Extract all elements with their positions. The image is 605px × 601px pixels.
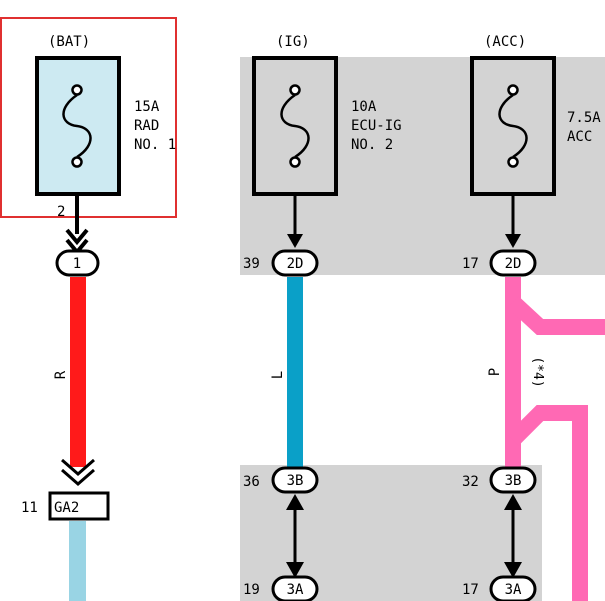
fuse-number: NO. 2 — [351, 137, 393, 153]
fuse-amp: 10A — [351, 99, 377, 115]
fuse-symbol — [62, 84, 92, 168]
pin-number: 17 — [462, 256, 479, 272]
connector-label: 3B — [287, 473, 304, 489]
wire-color-code-l: L — [270, 371, 286, 379]
fuse-name: ACC — [567, 129, 592, 145]
arrow-down-icon — [504, 562, 522, 578]
source-label-bat: (BAT) — [48, 34, 90, 50]
connector-2d[interactable] — [271, 249, 319, 277]
highlight-box — [0, 17, 177, 218]
connector-ga2-label: GA2 — [54, 500, 79, 516]
pin-number: 32 — [462, 474, 479, 490]
pin-number: 17 — [462, 582, 479, 598]
connector-label: 3B — [505, 473, 522, 489]
wire-color-code-r: R — [53, 370, 69, 379]
connector-label: 1 — [73, 256, 81, 272]
wire-red[interactable] — [70, 277, 86, 467]
junction-block-top — [240, 57, 605, 275]
connector-label: 2D — [287, 256, 304, 272]
connector-3b[interactable] — [271, 466, 319, 494]
wire-blue[interactable] — [287, 277, 303, 467]
arrow-down-icon — [287, 234, 303, 248]
pin-number: 19 — [243, 582, 260, 598]
wire-light-blue[interactable] — [69, 521, 86, 601]
arrow-down-icon — [505, 234, 521, 248]
fuse-name: RAD — [134, 118, 159, 134]
fuse-symbol — [280, 84, 310, 168]
wire-color-code-p: P — [487, 368, 503, 376]
connector-ga2[interactable] — [48, 491, 110, 521]
connector-3a[interactable] — [271, 575, 319, 601]
fuse-amp: 15A — [134, 99, 160, 115]
chevron-down-icon — [61, 458, 95, 476]
fuse-symbol — [498, 84, 528, 168]
arrow-up-icon — [286, 494, 304, 510]
pin-number: 36 — [243, 474, 260, 490]
connector-3a[interactable] — [489, 575, 537, 601]
arrow-down-icon — [286, 562, 304, 578]
connector-3b[interactable] — [489, 466, 537, 494]
wire-note: (*4) — [530, 356, 545, 387]
fuse-amp: 7.5A — [567, 110, 601, 126]
fuse-pin-number: 2 — [57, 204, 65, 220]
connector-1[interactable] — [55, 249, 100, 277]
fuse-number: NO. 1 — [134, 137, 176, 153]
arrow-down-icon — [65, 228, 89, 246]
source-label-acc: (ACC) — [484, 34, 526, 50]
connector-label: 3A — [287, 582, 304, 598]
arrow-up-icon — [504, 494, 522, 510]
fuse-name: ECU-IG — [351, 118, 402, 134]
connector-2d[interactable] — [489, 249, 537, 277]
source-label-ig: (IG) — [276, 34, 310, 50]
connector-label: 2D — [505, 256, 522, 272]
chevron-down-icon — [61, 468, 95, 486]
wire-pink[interactable] — [505, 277, 605, 601]
pin-number: 39 — [243, 256, 260, 272]
ga2-pin-number: 11 — [21, 500, 38, 516]
connector-label: 3A — [505, 582, 522, 598]
